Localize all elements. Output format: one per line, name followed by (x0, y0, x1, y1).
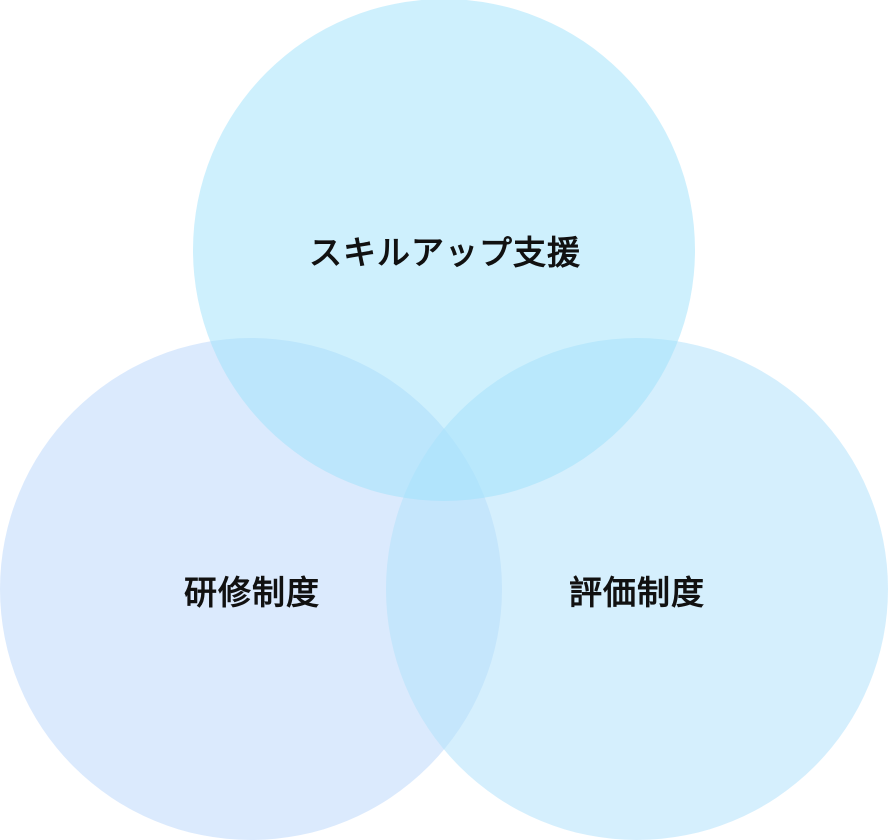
label-training-system: 研修制度 (184, 573, 320, 612)
venn-circle-skillup (193, 0, 695, 501)
label-evaluation-system: 評価制度 (569, 573, 705, 612)
label-skillup-support: スキルアップ支援 (309, 233, 581, 272)
